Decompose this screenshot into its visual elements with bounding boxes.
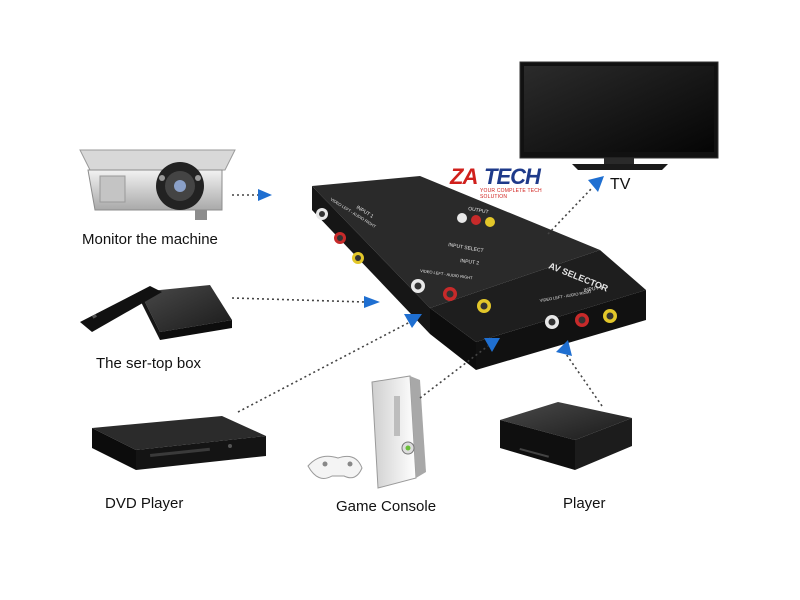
logo-part-tech: TECH xyxy=(484,164,541,189)
output-ports xyxy=(457,213,495,227)
set-top-box-icon xyxy=(80,285,232,340)
connector-settop xyxy=(231,296,380,308)
input3-ports xyxy=(545,309,617,329)
av-selector-device: AV SELECTOR INPUT SELECT OUTPUT INPUT 1 … xyxy=(312,176,646,370)
dvd-label: DVD Player xyxy=(105,495,184,512)
selector-output: OUTPUT xyxy=(468,206,489,215)
game-console-icon xyxy=(371,375,426,489)
input2-ports xyxy=(411,279,491,313)
connector-tv xyxy=(547,176,604,235)
tv-label: TV xyxy=(610,176,631,193)
connector-player xyxy=(556,340,603,407)
player-label: Player xyxy=(563,495,606,512)
input1-ports xyxy=(316,208,364,264)
dvd-player-icon xyxy=(92,416,266,470)
selector-input3: INPUT 3 xyxy=(583,285,603,294)
game-controller-icon xyxy=(307,455,363,479)
connector-monitor xyxy=(232,189,272,201)
connector-dvd xyxy=(237,314,422,413)
security-camera-icon xyxy=(79,149,236,220)
connector-game xyxy=(419,338,500,399)
settop-label: The ser-top box xyxy=(96,355,202,372)
media-player-icon xyxy=(500,402,632,470)
logo-part-za: ZA xyxy=(450,164,478,189)
logo-tagline: YOUR COMPLETE TECH SOLUTION xyxy=(480,188,542,200)
selector-input2: INPUT 2 xyxy=(460,258,480,267)
game-console-label: Game Console xyxy=(336,498,437,515)
tv-icon xyxy=(519,61,719,170)
zatech-logo: ZA TECH YOUR COMPLETE TECH SOLUTION xyxy=(450,160,560,200)
monitor-label: Monitor the machine xyxy=(82,231,218,248)
